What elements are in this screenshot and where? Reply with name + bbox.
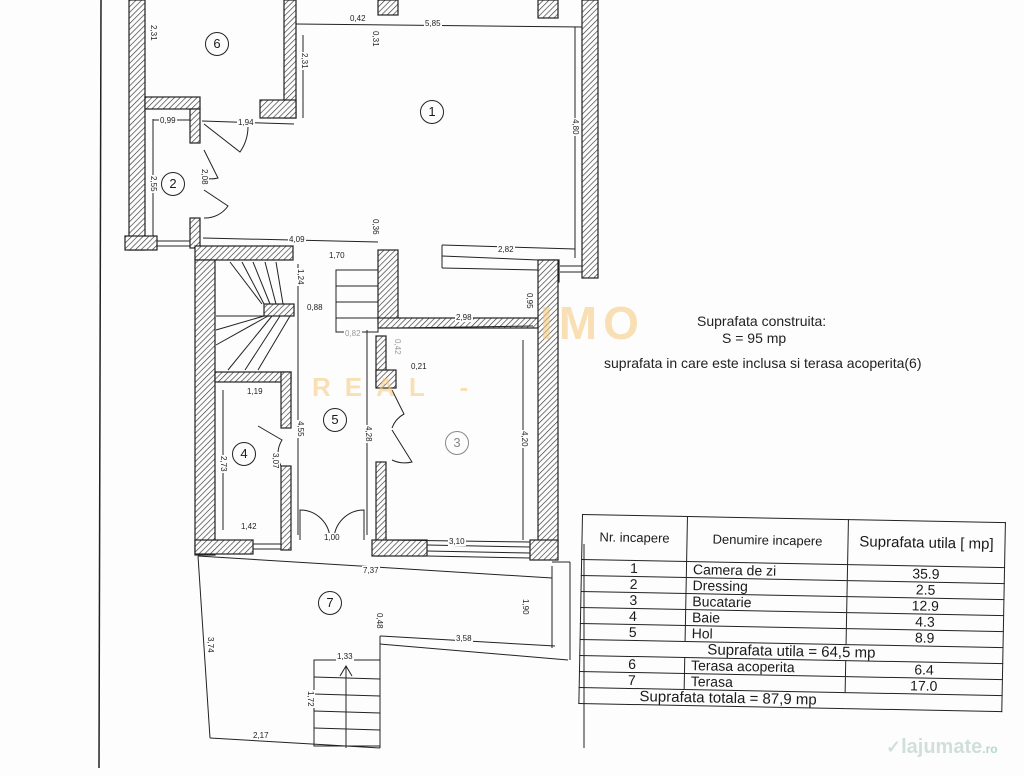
header-room-name: Denumire incapere — [686, 516, 849, 565]
dimension-label: 0,36 — [371, 218, 380, 236]
dimension-label: 2,08 — [200, 168, 209, 186]
dimension-label: 3,58 — [455, 634, 473, 643]
dimension-label: 7,37 — [362, 566, 380, 575]
dimension-label: 4,09 — [288, 235, 306, 244]
dimension-label: 4,80 — [571, 118, 580, 136]
room-marker-4: 4 — [232, 442, 256, 466]
watermark-subtext: REAL - — [312, 372, 483, 402]
dimension-label: 1,33 — [336, 652, 354, 661]
dimension-label: 0,88 — [306, 303, 324, 312]
dimension-label: 1,70 — [328, 251, 346, 260]
room-marker-2: 2 — [161, 172, 185, 196]
dimension-label: 3,74 — [206, 636, 215, 654]
watermark-logo: IMO — [540, 297, 645, 349]
windows — [157, 240, 582, 559]
site-watermark: ✓lajumate.ro — [886, 736, 998, 759]
built-area-title: Suprafata construita: — [697, 313, 827, 329]
dimension-label: 5,85 — [424, 19, 442, 28]
header-room-number: Nr. incapere — [581, 514, 688, 562]
room-number: 1 — [581, 559, 687, 578]
dimension-label: 2,17 — [252, 731, 270, 740]
dimension-label: 2,98 — [455, 313, 473, 322]
dimension-label: 4,20 — [520, 430, 529, 448]
dimension-label: 1,90 — [521, 598, 530, 616]
site-watermark-tld: .ro — [982, 742, 998, 756]
room-marker-7: 7 — [318, 591, 342, 615]
dimension-label: 0,95 — [525, 292, 534, 310]
header-usable-area: Suprafata utila [ mp] — [847, 519, 1006, 568]
dimension-label: 2,31 — [149, 24, 158, 42]
dimension-label: 2,82 — [497, 245, 515, 254]
site-watermark-text: lajumate — [901, 736, 983, 758]
dimension-label: 0,48 — [375, 612, 384, 630]
walls — [124, 0, 599, 561]
room-marker-3: 3 — [445, 431, 469, 455]
door-swings — [203, 123, 413, 541]
dimension-label: 1,94 — [237, 118, 255, 127]
room-number: 6 — [579, 655, 685, 674]
room-number: 2 — [581, 575, 687, 594]
dimension-label: 0,99 — [159, 116, 177, 125]
dimension-label: 2,73 — [219, 455, 228, 473]
site-watermark-icon: ✓ — [886, 737, 902, 757]
dimension-label: 0,31 — [371, 30, 380, 48]
dimension-label: 2,55 — [149, 175, 158, 193]
dimension-label: 0,42 — [349, 14, 367, 23]
dimension-label: 0,82 — [344, 329, 362, 338]
built-area-note: suprafata in care este inclusa si terasa… — [604, 355, 922, 371]
dimension-label: 0,21 — [410, 362, 428, 371]
dimension-label: 3,07 — [271, 452, 280, 470]
dimension-label: 1,00 — [323, 533, 341, 542]
table-header-row: Nr. incapere Denumire incapere Suprafata… — [581, 514, 1006, 568]
page-border-line — [98, 0, 102, 768]
room-marker-1: 1 — [420, 100, 444, 124]
dimension-label: 0,42 — [393, 338, 402, 356]
dimension-label: 1,72 — [306, 690, 315, 708]
built-area-value: S = 95 mp — [722, 330, 787, 346]
dimension-label: 1,42 — [240, 522, 258, 531]
dimension-label: 4,55 — [296, 420, 305, 438]
dimension-label: 2,31 — [300, 52, 309, 70]
dimension-label: 4,28 — [364, 425, 373, 443]
dimension-label: 1,24 — [296, 268, 305, 286]
dimension-label: 3,10 — [448, 537, 466, 546]
room-marker-5: 5 — [323, 408, 347, 432]
room-marker-6: 6 — [205, 32, 229, 56]
dimension-label: 1,19 — [246, 387, 264, 396]
